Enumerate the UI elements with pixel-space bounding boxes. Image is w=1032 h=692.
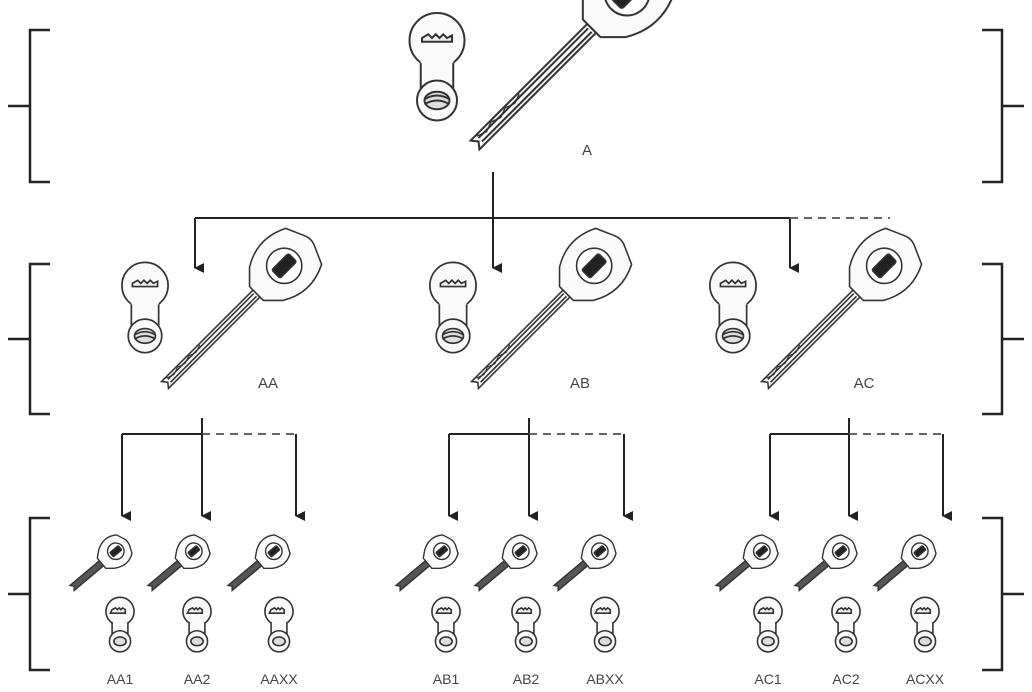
lock-cylinder-icon: [105, 596, 135, 653]
bracket-left-level-1: [8, 28, 50, 184]
lock-cylinder-icon: [408, 12, 466, 122]
change-key-icon: [793, 534, 858, 592]
node-label-leaf-aa2: AA2: [183, 671, 211, 687]
node-label-leaf-abxx: ABXX: [586, 671, 624, 687]
change-key-icon: [872, 534, 937, 592]
change-key-icon: [394, 534, 459, 592]
node-label-leaf-ac2: AC2: [832, 671, 860, 687]
group-node-ab: [429, 227, 633, 391]
lock-cylinder-icon: [429, 261, 477, 354]
master-key-icon: [468, 0, 676, 152]
node-label-group-ab: AB: [569, 375, 591, 392]
change-key-icon: [68, 534, 133, 592]
bracket-right-level-3: [982, 516, 1024, 672]
bracket-right-level-1: [982, 28, 1024, 184]
change-key-icon: [146, 534, 211, 592]
lock-cylinder-icon: [431, 596, 461, 653]
node-label-leaf-ab2: AB2: [512, 671, 540, 687]
leaf-node-abxx: [552, 534, 620, 653]
bracket-left-level-2: [8, 262, 50, 416]
level-brackets: [8, 28, 1024, 672]
lock-cylinder-icon: [709, 261, 757, 354]
connectors-level-1: [194, 172, 890, 273]
change-key-icon: [473, 534, 538, 592]
leaf-node-ab1: [394, 534, 461, 653]
node-label-root: A: [581, 142, 593, 159]
change-key-icon: [552, 534, 617, 592]
node-label-group-ac: AC: [853, 375, 875, 392]
change-key-icon: [226, 534, 291, 592]
leaf-node-ac2: [793, 534, 861, 653]
bracket-right-level-2: [982, 262, 1024, 416]
connectors-group-ab: [448, 418, 633, 521]
leaf-node-aa1: [68, 534, 135, 653]
lock-cylinder-icon: [264, 596, 294, 653]
node-label-leaf-ac1: AC1: [754, 671, 782, 687]
connectors-group-aa: [121, 418, 305, 521]
lock-cylinder-icon: [910, 596, 940, 653]
bracket-left-level-3: [8, 516, 50, 672]
change-key-icon: [714, 534, 779, 592]
leaf-nodes: [68, 534, 940, 653]
leaf-node-ac1: [714, 534, 783, 653]
node-label-leaf-acxx: ACXX: [905, 671, 945, 687]
group-node-ac: [709, 227, 923, 391]
leaf-node-aa2: [146, 534, 212, 653]
node-label-leaf-ab1: AB1: [432, 671, 460, 687]
lock-cylinder-icon: [121, 261, 169, 354]
leaf-node-ab2: [473, 534, 541, 653]
node-label-leaf-aaxx: AAXX: [260, 671, 298, 687]
node-label-group-aa: AA: [257, 375, 279, 392]
sub-master-key-icon: [469, 227, 633, 391]
group-node-aa: [121, 227, 323, 391]
lock-cylinder-icon: [831, 596, 861, 653]
lock-cylinder-icon: [511, 596, 541, 653]
root-node: [408, 0, 676, 152]
connectors-group-ac: [769, 418, 952, 521]
lock-cylinder-icon: [590, 596, 620, 653]
sub-master-key-icon: [159, 227, 323, 391]
lock-cylinder-icon: [753, 596, 783, 653]
lock-cylinder-icon: [182, 596, 212, 653]
leaf-node-aaxx: [226, 534, 294, 653]
leaf-node-acxx: [872, 534, 940, 653]
node-label-leaf-aa1: AA1: [106, 671, 134, 687]
sub-master-key-icon: [759, 227, 923, 391]
